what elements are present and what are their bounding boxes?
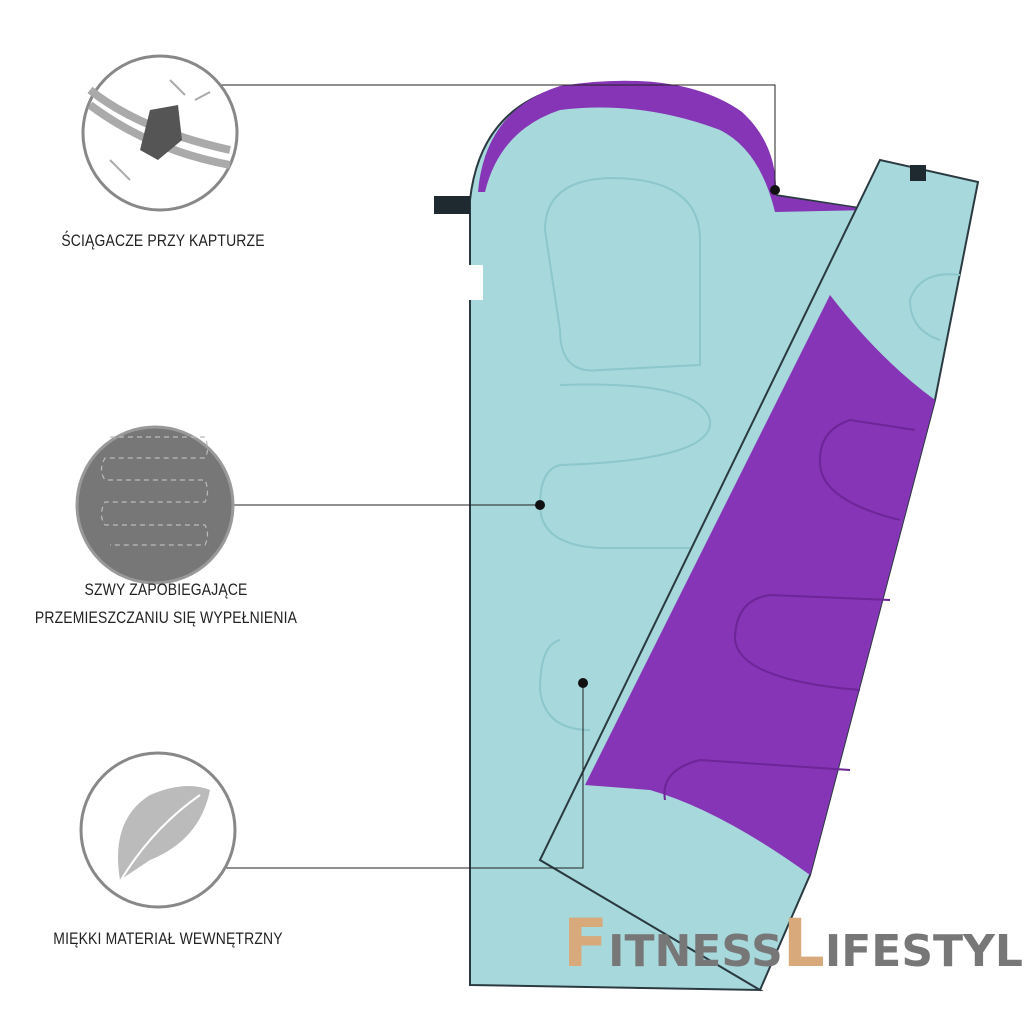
logo-word-fitness: ITNESS [608,926,783,977]
feature-label-seams-line1: SZWY ZAPOBIEGAJĄCE [84,580,248,599]
callout-dot-hood [770,185,780,195]
feature-label-seams-line2: PRZEMIESZCZANIU SIĘ WYPEŁNIENIA [34,608,298,627]
flap-tab [910,165,926,181]
hood-tab [434,196,470,214]
tag [469,265,483,300]
logo-initial-f: F [563,905,609,982]
logo-word-lifestyle: IFESTYLE [824,926,1024,977]
flap-purple-outer [585,295,935,875]
feature-label-soft-material: MIĘKKI MATERIAŁ WEWNĘTRZNY [53,929,283,948]
quilted-stitching-icon [75,425,235,585]
flap-seams [663,418,916,801]
hood-rim [478,80,870,212]
callout-dot-seams [535,500,545,510]
callout-dot-material [578,678,588,688]
callout-line-material [192,683,584,869]
quilt-seams [538,176,712,731]
callout-line-hood [215,84,776,190]
fitness-lifestyle-logo: FITNESSLIFESTYLE [563,905,1024,982]
logo-initial-l: L [782,905,825,982]
feather-icon [79,751,237,909]
feature-label-hood-drawcords: ŚCIĄGACZE PRZY KAPTURZE [61,231,265,250]
drawcord-toggle-icon [81,54,239,212]
flap-teal-seam [908,273,961,341]
